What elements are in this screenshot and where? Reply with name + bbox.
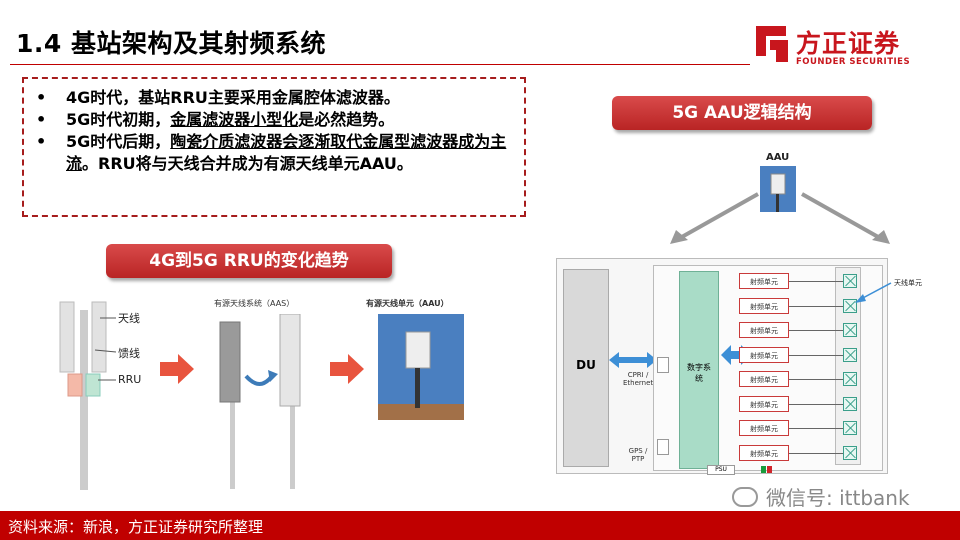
aau-top-photo-image	[760, 166, 796, 212]
logo-mark-icon	[756, 26, 788, 62]
bullet-dot-icon: •	[36, 88, 47, 107]
aau-top-label: AAU	[766, 152, 790, 163]
bullet-item-3: • 5G时代后期，陶瓷介质滤波器会逐渐取代金属型滤波器成为主流。RRU将与天线合…	[30, 131, 514, 175]
antenna-label: 天线	[118, 312, 140, 325]
founder-logo: 方正证券 FOUNDER SECURITIES	[752, 22, 952, 72]
rf-unit-cell: 射频单元	[739, 297, 789, 314]
footer-bar: 资料来源：新浪，方正证券研究所整理	[0, 511, 960, 540]
gps-label: GPS / PTP	[628, 447, 648, 463]
antenna-element-icon	[843, 396, 857, 411]
rf-unit-cell: 射频单元	[739, 395, 789, 412]
rf-unit-cell: 射频单元	[739, 420, 789, 436]
antenna-element-icon	[843, 274, 857, 288]
cpri-label: CPRI / Ethernet	[623, 371, 654, 387]
bullet-text: 是必然趋势。	[298, 110, 395, 129]
section-label-aau-structure: 5G AAU逻辑结构	[612, 96, 872, 130]
rf-unit-cell: 射频单元	[739, 444, 789, 461]
antenna-element-icon	[843, 421, 857, 435]
rru-label: RRU	[118, 373, 142, 386]
bullet-dot-icon: •	[36, 110, 47, 129]
antenna-element-icon	[843, 298, 857, 313]
rf-feed-line	[789, 354, 843, 356]
psu-label: PSU	[707, 465, 735, 475]
rf-feed-line	[789, 379, 843, 380]
rf-unit-cell: 射频单元	[739, 346, 789, 363]
antenna-element-icon	[843, 372, 857, 386]
cpri-port	[657, 357, 669, 373]
logo-name-cn: 方正证券	[796, 29, 901, 58]
du-label: DU	[576, 358, 596, 372]
bullet-text: 。RRU将与天线合并成为有源天线单元AAU。	[82, 154, 413, 173]
right-arrow-icon	[330, 354, 364, 384]
du-block: DU	[563, 269, 609, 467]
rf-feed-line	[789, 403, 843, 405]
bullet-item-1: • 4G时代，基站RRU主要采用金属腔体滤波器。	[30, 87, 514, 109]
bullet-text: 4G时代，基站RRU主要采用金属腔体滤波器。	[66, 88, 400, 107]
antenna-element-icon	[843, 323, 857, 337]
aas-tower-icon	[219, 314, 301, 489]
logo-name-en: FOUNDER SECURITIES	[796, 57, 911, 67]
rf-feed-line	[789, 452, 843, 454]
wechat-icon	[732, 487, 758, 507]
status-led-green	[761, 466, 766, 473]
wechat-id: 微信号: ittbank	[766, 486, 910, 510]
antenna-element-icon	[843, 445, 857, 460]
aas-caption: 有源天线系统（AAS）	[214, 299, 295, 308]
key-points-box: • 4G时代，基站RRU主要采用金属腔体滤波器。 • 5G时代初期，金属滤波器小…	[22, 77, 526, 217]
bullet-emphasis: 金属滤波器小型化	[170, 110, 299, 129]
rf-unit-cell: 射频单元	[739, 371, 789, 387]
pointer-arrow-icon	[855, 282, 892, 303]
right-arrow-icon	[160, 354, 194, 384]
feeder-label: 馈线	[118, 347, 140, 360]
rf-feed-line	[789, 428, 843, 429]
rf-feed-line	[789, 305, 843, 307]
aau-photo-image	[378, 314, 464, 420]
digital-system-label: 数字系统	[687, 363, 711, 383]
bullet-emphasis: 陶瓷介质滤波器会逐渐取代金属型滤波器成为主流	[66, 132, 507, 173]
gps-port	[657, 439, 669, 455]
rf-unit-cell: 射频单元	[739, 322, 789, 338]
title-divider	[10, 64, 750, 65]
rf-unit-cell: 射频单元	[739, 273, 789, 289]
rf-feed-line	[789, 330, 843, 331]
bullet-text: 5G时代后期，	[66, 132, 171, 151]
bullet-dot-icon: •	[36, 132, 47, 151]
page-title: 1.4 基站架构及其射频系统	[16, 29, 326, 58]
digital-system-block: 数字系统	[679, 271, 719, 469]
wechat-watermark: 微信号: ittbank	[732, 482, 910, 511]
tower-4g-icon	[59, 301, 117, 490]
bidirectional-arrow-icon	[609, 352, 657, 368]
antenna-unit-label: 天线单元	[894, 279, 922, 287]
bullet-item-2: • 5G时代初期，金属滤波器小型化是必然趋势。	[30, 109, 514, 131]
rru-evolution-figure: 天线 馈线 RRU 有源天线系统（AAS） 有源天线单元（AAU）	[40, 290, 490, 490]
aau-structure-diagram: DU CPRI / Ethernet GPS / PTP 数字系统 PSU 射频…	[556, 258, 892, 475]
section-label-rru-trend: 4G到5G RRU的变化趋势	[106, 244, 392, 278]
split-arrows-icon	[670, 192, 890, 244]
aau-caption: 有源天线单元（AAU）	[366, 299, 449, 308]
antenna-element-icon	[843, 347, 857, 362]
rf-feed-line	[789, 281, 843, 282]
bullet-text: 5G时代初期，	[66, 110, 171, 129]
status-led-red	[767, 466, 772, 473]
source-note: 资料来源：新浪，方正证券研究所整理	[8, 518, 264, 536]
